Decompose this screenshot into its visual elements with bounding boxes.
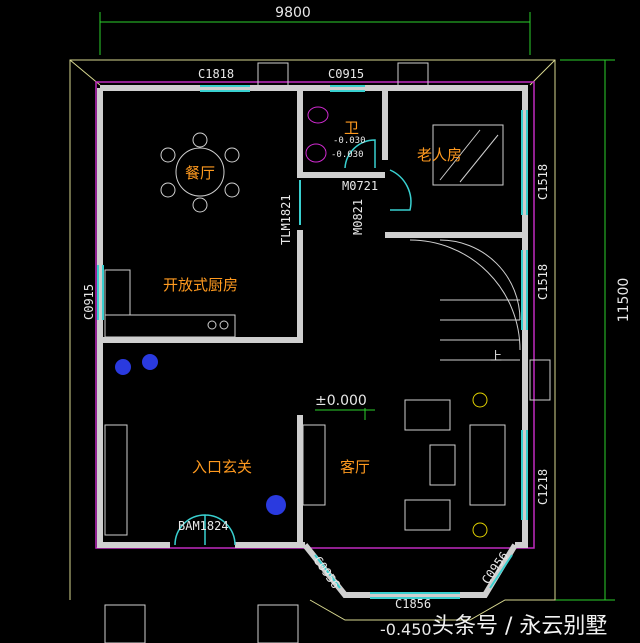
room-kitchen: 开放式厨房: [163, 276, 238, 294]
level-bath-a: -0.030: [333, 136, 366, 146]
door-bam1824: BAM1824: [178, 519, 229, 533]
door-m0721: M0721: [342, 179, 378, 193]
tv-cabinet: [302, 424, 326, 506]
window-c0915-top: C0915: [328, 67, 364, 81]
windows: [97, 85, 528, 599]
column-right: [257, 604, 299, 643]
toilet-icon: [305, 106, 329, 163]
dimension-lines: [99, 12, 615, 601]
exterior-outline: [69, 59, 556, 621]
room-elder: 老人房: [417, 146, 462, 164]
walls: [97, 85, 528, 598]
vent-side: [529, 359, 551, 401]
window-c1818: C1818: [198, 67, 234, 81]
window-c1856: C1856: [395, 597, 431, 611]
kitchen-counter: [104, 269, 236, 338]
stair-up-label: 上: [490, 349, 502, 363]
dining-table-icon: [160, 132, 240, 213]
height-dimension: 11500: [616, 278, 632, 323]
cabinet: [104, 424, 128, 536]
bed-icon: [432, 124, 504, 186]
door-m0821: M0821: [351, 199, 365, 235]
level-floor: ±0.000: [315, 393, 367, 409]
plant-icons: [115, 354, 286, 515]
room-bathroom: 卫: [344, 119, 359, 137]
window-c1218: C1218: [536, 469, 550, 505]
staircase: [409, 239, 521, 361]
door-tlm1821: TLM1821: [279, 194, 293, 245]
sofa-set-icon: [404, 392, 506, 538]
level-bath-b: -0.030: [331, 150, 364, 160]
vent-right: [397, 62, 429, 89]
room-dining: 餐厅: [185, 164, 215, 182]
vent-left: [257, 62, 289, 89]
room-living: 客厅: [340, 458, 370, 476]
width-dimension: 9800: [275, 5, 311, 21]
window-c1518-upper: C1518: [536, 164, 550, 200]
outer-wall-line: [95, 81, 535, 549]
window-c0915-left: C0915: [82, 284, 96, 320]
doors: [174, 139, 412, 546]
watermark: 头条号 / 永云别墅: [432, 614, 607, 639]
window-c0956-left: C0956: [311, 554, 343, 592]
window-c1518-lower: C1518: [536, 264, 550, 300]
column-left: [104, 604, 146, 643]
level-outside: -0.450: [380, 620, 432, 639]
room-entrance: 入口玄关: [192, 458, 252, 476]
